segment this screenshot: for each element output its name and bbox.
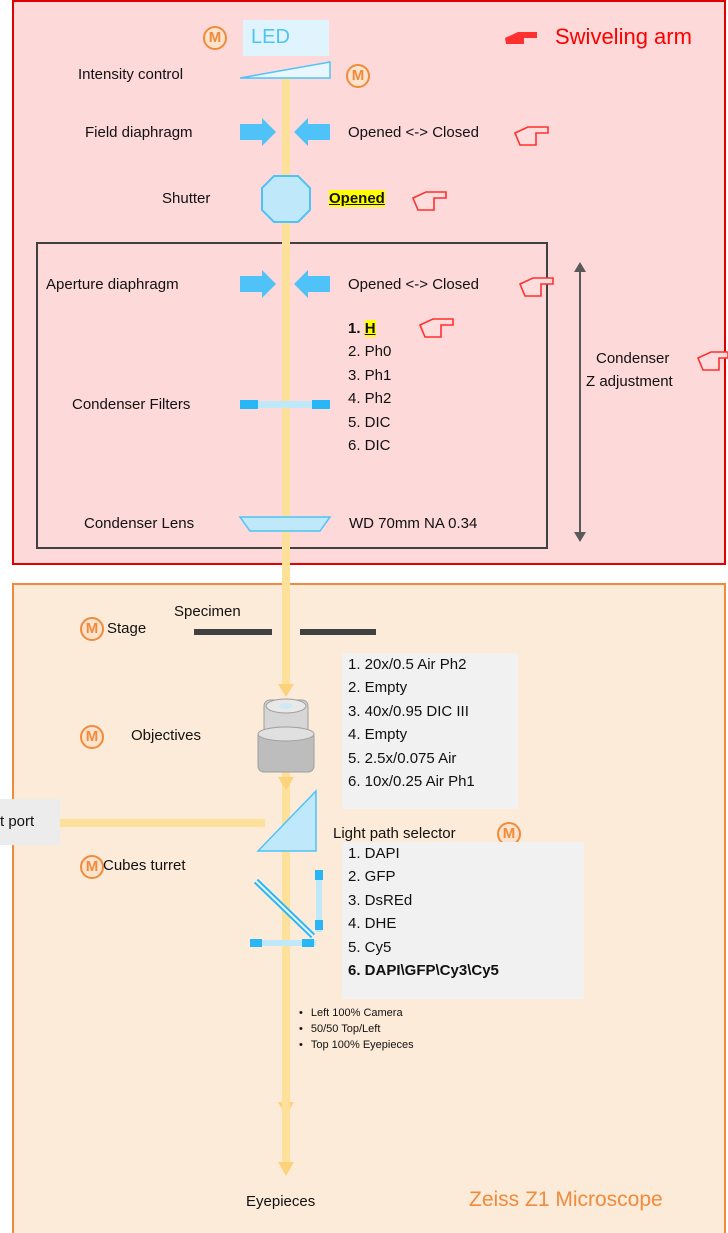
aperture-diaphragm-right-arrow — [294, 270, 330, 298]
cubes-turret-motor-icon: M — [80, 855, 104, 879]
microscope-title: Zeiss Z1 Microscope — [469, 1188, 663, 1211]
condenser-lens-spec: WD 70mm NA 0.34 — [349, 515, 478, 532]
objective-item: 3. 40x/0.95 DIC III — [348, 702, 469, 720]
objective-item: 5. 2.5x/0.075 Air — [348, 749, 457, 767]
stage-plate-left — [194, 629, 272, 635]
beam-arrowhead-prism — [278, 777, 294, 790]
shutter-icon — [261, 175, 311, 223]
swiveling-arm-label: Swiveling arm — [555, 24, 692, 49]
field-diaphragm-state: Opened <-> Closed — [348, 124, 479, 141]
beam-arrowhead-objective — [278, 684, 294, 697]
intensity-control-label: Intensity control — [78, 66, 184, 83]
objectives-label: Objectives — [131, 727, 202, 744]
field-diaphragm-left-arrow — [240, 118, 276, 146]
condenser-filter-list: 1. H 2. Ph0 3. Ph1 4. Ph2 5. DIC 6. DIC — [342, 317, 406, 467]
led-motor-icon: M — [203, 26, 227, 50]
stage-motor-icon: M — [80, 617, 104, 641]
condenser-filter-item: 3. Ph1 — [348, 366, 392, 384]
led-label: LED — [251, 26, 290, 48]
light-path-options: Left 100% Camera50/50 Top/LeftTop 100% E… — [299, 1005, 414, 1053]
side-port-label: t port — [0, 799, 60, 845]
cube-item: 2. GFP — [348, 868, 396, 886]
condenser-lens-icon — [238, 516, 332, 532]
field-diaphragm-label: Field diaphragm — [85, 124, 193, 141]
condenser-filter-item: 2. Ph0 — [348, 343, 392, 361]
cube-item: 6. DAPI\GFP\Cy3\Cy5 — [348, 962, 499, 980]
condenser-filter-item: 4. Ph2 — [348, 390, 392, 408]
swiveling-arm-hand-icon — [505, 32, 537, 44]
light-path-prism-icon — [256, 789, 317, 852]
objective-item: 1. 20x/0.5 Air Ph2 — [348, 656, 467, 673]
condenser-assembly-box — [36, 242, 548, 549]
swiveling-arm-region — [12, 0, 726, 565]
condenser-filter-bar — [240, 401, 330, 408]
aperture-diaphragm-label: Aperture diaphragm — [46, 276, 179, 293]
light-path-option: 50/50 Top/Left — [299, 1021, 414, 1037]
specimen-label: Specimen — [174, 603, 241, 620]
objective-item: 6. 10x/0.25 Air Ph1 — [348, 773, 475, 791]
condenser-z-hand-icon — [696, 351, 728, 371]
stage-label: Stage — [107, 620, 147, 637]
aperture-diaphragm-left-arrow — [240, 270, 276, 298]
aperture-diaphragm-state: Opened <-> Closed — [348, 276, 479, 293]
shutter-hand-icon — [411, 191, 447, 211]
condenser-filter-item: 6. DIC — [348, 437, 391, 455]
condenser-filter-left-block — [240, 400, 258, 409]
intensity-motor-icon: M — [346, 64, 370, 88]
beam-arrowhead-eyepieces — [278, 1162, 294, 1176]
objective-list: 1. 20x/0.5 Air Ph2 2. Empty 3. 40x/0.95 DI… — [342, 653, 518, 809]
cube-list: 1. DAPI 2. GFP 3. DsREd 4. DHE 5. Cy5 6. DAPI… — [342, 842, 584, 999]
aperture-diaphragm-hand-icon — [518, 277, 554, 297]
condenser-filter-right-block — [312, 400, 330, 409]
cube-excitation-filter — [316, 871, 322, 932]
shutter-state: Opened — [329, 190, 385, 207]
eyepieces-label: Eyepieces — [246, 1193, 316, 1210]
light-path-option: Top 100% Eyepieces — [299, 1037, 414, 1053]
cube-item: 3. DsREd — [348, 891, 413, 909]
field-diaphragm-hand-icon — [513, 126, 549, 146]
cube-item: 5. Cy5 — [348, 938, 392, 956]
condenser-filter-item: 1. H — [348, 320, 376, 337]
intensity-wedge-icon — [239, 61, 331, 79]
cube-emission-filter — [251, 940, 316, 946]
shutter-label: Shutter — [162, 190, 211, 207]
condenser-lens-label: Condenser Lens — [84, 515, 195, 532]
cube-item: 1. DAPI — [348, 845, 400, 862]
stage-plate-right — [300, 629, 376, 635]
condenser-z-label-1: Condenser — [596, 350, 670, 367]
light-path-option: Left 100% Camera — [299, 1005, 414, 1021]
objective-item: 4. Empty — [348, 726, 408, 744]
led-box — [243, 20, 329, 56]
objective-item: 2. Empty — [348, 679, 408, 697]
condenser-filter-item: 5. DIC — [348, 413, 391, 431]
condenser-filter-hand-icon — [418, 318, 454, 338]
cube-item: 4. DHE — [348, 915, 397, 933]
objectives-motor-icon: M — [80, 725, 104, 749]
light-path-selector-label: Light path selector — [333, 825, 456, 842]
condenser-filters-label: Condenser Filters — [72, 396, 191, 413]
cubes-turret-label: Cubes turret — [103, 857, 186, 874]
field-diaphragm-right-arrow — [294, 118, 330, 146]
condenser-z-label-2: Z adjustment — [586, 373, 673, 390]
